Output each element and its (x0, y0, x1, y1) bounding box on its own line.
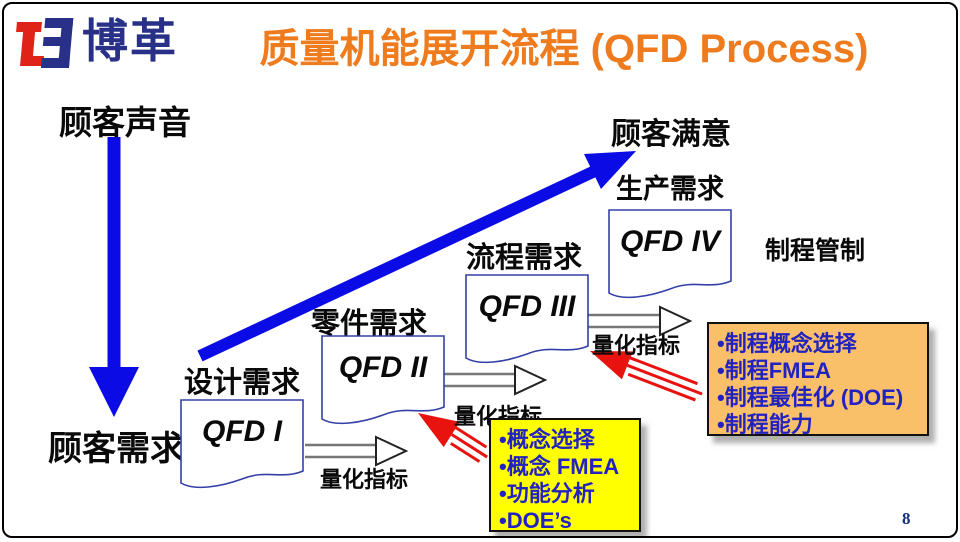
callout-item: •DOE’s (499, 508, 572, 533)
design-requirements-label: 设计需求 (184, 367, 301, 399)
qfd4-label: QFD IV (619, 225, 720, 258)
document-shape-icon (321, 335, 445, 425)
logo-text: 博革 (82, 15, 178, 67)
callout-item: •功能分析 (499, 481, 595, 506)
callout-item: •制程概念选择 (717, 331, 857, 356)
qfd3-document: QFD III (465, 274, 589, 364)
orange-callout-arrow (590, 351, 703, 402)
requirements-to-satisfaction-arrow (197, 151, 636, 362)
qfd3-metric-arrow (588, 305, 693, 337)
callout-item: •制程能力 (717, 412, 813, 437)
parts-requirements-label: 零件需求 (311, 308, 428, 340)
page-number: 8 (902, 509, 911, 528)
quantified-metrics-label-3: 量化指标 (592, 333, 681, 358)
customer-requirements-label: 顾客需求 (48, 430, 184, 468)
document-shape-icon (180, 399, 304, 489)
callout-item: •制程FMEA (717, 358, 832, 383)
quantified-metrics-label-1: 量化指标 (320, 467, 409, 492)
process-control-label: 制程管制 (765, 237, 866, 265)
qfd2-document: QFD II (321, 335, 445, 425)
voice-to-requirements-arrow (89, 137, 139, 417)
document-shape-icon (608, 209, 732, 299)
yellow-callout-arrow (418, 413, 488, 463)
production-requirements-label: 生产需求 (616, 174, 724, 204)
callout-item: •概念 FMEA (499, 454, 620, 479)
customer-satisfaction-label: 顾客满意 (611, 118, 731, 151)
slide-title: 质量机能展开流程 (QFD Process) (259, 27, 869, 71)
process-requirements-label: 流程需求 (466, 242, 583, 274)
qfd2-tools-callout: •概念选择 •概念 FMEA •功能分析 •DOE’s (489, 418, 641, 533)
qfd3-label: QFD III (478, 290, 576, 323)
qfd4-document: QFD IV (608, 209, 732, 299)
qfd1-metric-arrow (305, 435, 409, 467)
boge-logo-icon (16, 18, 74, 68)
qfd2-metric-arrow (444, 364, 548, 396)
document-shape-icon (465, 274, 589, 364)
callout-item: •概念选择 (499, 427, 595, 452)
company-logo: 博革 (12, 10, 178, 72)
qfd3-tools-callout: •制程概念选择 •制程FMEA •制程最佳化 (DOE) •制程能力 (707, 322, 929, 437)
qfd2-label: QFD II (338, 351, 428, 384)
qfd1-label: QFD I (202, 415, 282, 448)
qfd1-document: QFD I (180, 399, 304, 489)
callout-item: •制程最佳化 (DOE) (717, 385, 904, 410)
voice-of-customer-label: 顾客声音 (59, 104, 191, 141)
flow-arrows-layer (89, 137, 703, 467)
